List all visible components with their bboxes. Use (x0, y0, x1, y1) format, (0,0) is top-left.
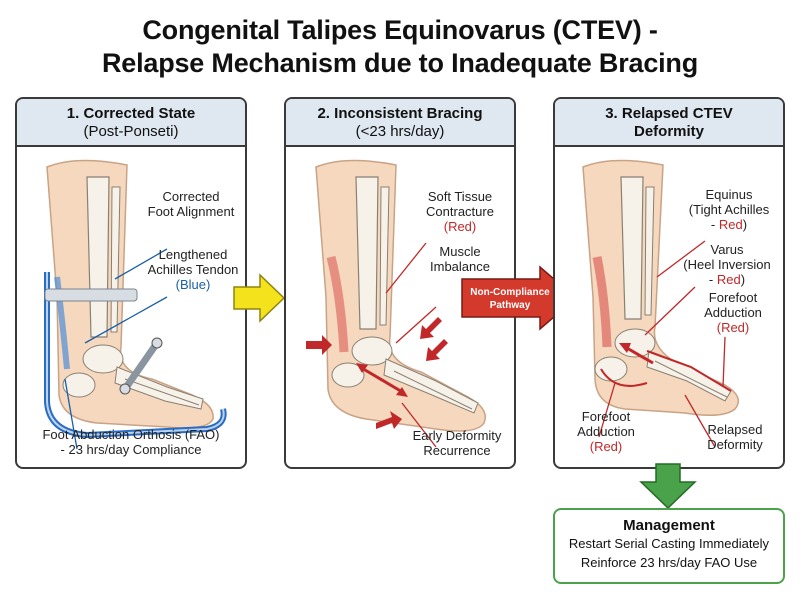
label-varus-line2: (Heel Inversion (683, 257, 771, 272)
label-muscle-line2: Imbalance (430, 259, 490, 274)
label-equinus-line3-post: ) (742, 217, 748, 232)
label-muscle-line1: Muscle (439, 244, 481, 259)
label-varus-line3-post: ) (740, 272, 746, 287)
label-equinus-line2: (Tight Achilles (688, 202, 770, 217)
label-equinus-line3-red: Red (718, 217, 743, 232)
label-forefoot-b-line1: Forefoot (581, 409, 631, 424)
corrected-foot-illustration (44, 159, 227, 450)
label-equinus-line1: Equinus (705, 187, 753, 202)
panel-inconsistent-bracing: 2. Inconsistent Bracing (<23 hrs/day) So… (284, 97, 516, 469)
panel-corrected-state: 1. Corrected State (Post-Ponseti) Correc… (15, 97, 247, 469)
panel-1-subheading: (Post-Ponseti) (83, 123, 179, 140)
title-line-2: Relapse Mechanism due to Inadequate Brac… (101, 48, 699, 78)
non-compliance-line2: Pathway (489, 300, 531, 311)
label-muscle-imbalance: Muscle Imbalance (404, 244, 514, 274)
label-tendon-line2: Achilles Tendon (147, 262, 239, 277)
label-relapsed-deformity: Relapsed Deformity (685, 422, 783, 452)
panel-3-subheading: Deformity (633, 123, 704, 140)
title-line-1: Congenital Talipes Equinovarus (CTEV) - (142, 15, 658, 45)
diagram-title: Congenital Talipes Equinovarus (CTEV) - … (0, 14, 800, 80)
label-forefoot-adduction-lower: Forefoot Adduction (Red) (561, 409, 651, 454)
label-corrected-line2: Foot Alignment (147, 204, 235, 219)
label-soft-color: (Red) (443, 219, 477, 234)
label-forefoot-color: (Red) (716, 320, 750, 335)
label-forefoot-b-line2: Adduction (577, 424, 635, 439)
label-lengthened-achilles: Lengthened Achilles Tendon (Blue) (137, 247, 245, 292)
label-tendon-line1: Lengthened (158, 247, 228, 262)
label-soft-tissue: Soft Tissue Contracture (Red) (404, 189, 514, 234)
management-line-1: Restart Serial Casting Immediately (568, 536, 770, 551)
label-equinus: Equinus (Tight Achilles - Red) (671, 187, 783, 232)
label-early-line1: Early Deformity (412, 428, 502, 443)
panel-2-subheading: (<23 hrs/day) (355, 123, 445, 140)
label-forefoot-line2: Adduction (704, 305, 762, 320)
label-varus-line1: Varus (710, 242, 744, 257)
label-relapsed-line2: Deformity (707, 437, 763, 452)
label-soft-line2: Contracture (426, 204, 494, 219)
green-down-arrow-icon (639, 463, 697, 510)
management-line-2: Reinforce 23 hrs/day FAO Use (580, 555, 758, 570)
label-forefoot-b-color: (Red) (589, 439, 623, 454)
inconsistent-foot-illustration (306, 159, 486, 448)
label-early-line2: Recurrence (423, 443, 491, 458)
label-varus: Varus (Heel Inversion - Red) (667, 242, 783, 287)
panel-2-header: 2. Inconsistent Bracing (<23 hrs/day) (286, 99, 514, 147)
label-fao-line1: Foot Abduction Orthosis (FAO) (42, 427, 220, 442)
label-soft-line1: Soft Tissue (427, 189, 493, 204)
non-compliance-line1: Non-Compliance (470, 287, 550, 298)
label-varus-line3-red: Red (716, 272, 741, 287)
yellow-arrow-icon (233, 273, 286, 323)
label-varus-line3-pre: - (708, 272, 717, 287)
label-corrected-line1: Corrected (162, 189, 220, 204)
non-compliance-label: Non-Compliance Pathway (462, 286, 558, 312)
label-fao-line2: - 23 hrs/day Compliance (60, 442, 202, 457)
management-box: Management Restart Serial Casting Immedi… (553, 508, 785, 584)
label-corrected-alignment: Corrected Foot Alignment (135, 189, 245, 219)
label-forefoot-line1: Forefoot (708, 290, 758, 305)
label-equinus-line3-pre: - (710, 217, 719, 232)
label-forefoot-adduction: Forefoot Adduction (Red) (681, 290, 783, 335)
panel-2-heading: 2. Inconsistent Bracing (317, 105, 483, 122)
label-tendon-color: (Blue) (175, 277, 211, 292)
label-fao: Foot Abduction Orthosis (FAO) - 23 hrs/d… (17, 427, 245, 457)
relapsed-foot-illustration (582, 159, 740, 448)
panel-3-heading: 3. Relapsed CTEV (605, 105, 733, 122)
management-title: Management (623, 517, 715, 534)
panel-1-heading: 1. Corrected State (66, 105, 196, 122)
label-relapsed-line1: Relapsed (707, 422, 763, 437)
label-early-deformity: Early Deformity Recurrence (396, 428, 514, 458)
panel-1-header: 1. Corrected State (Post-Ponseti) (17, 99, 245, 147)
panel-3-header: 3. Relapsed CTEV Deformity (555, 99, 783, 147)
panel-relapsed-ctev: 3. Relapsed CTEV Deformity Equinus (Tigh… (553, 97, 785, 469)
